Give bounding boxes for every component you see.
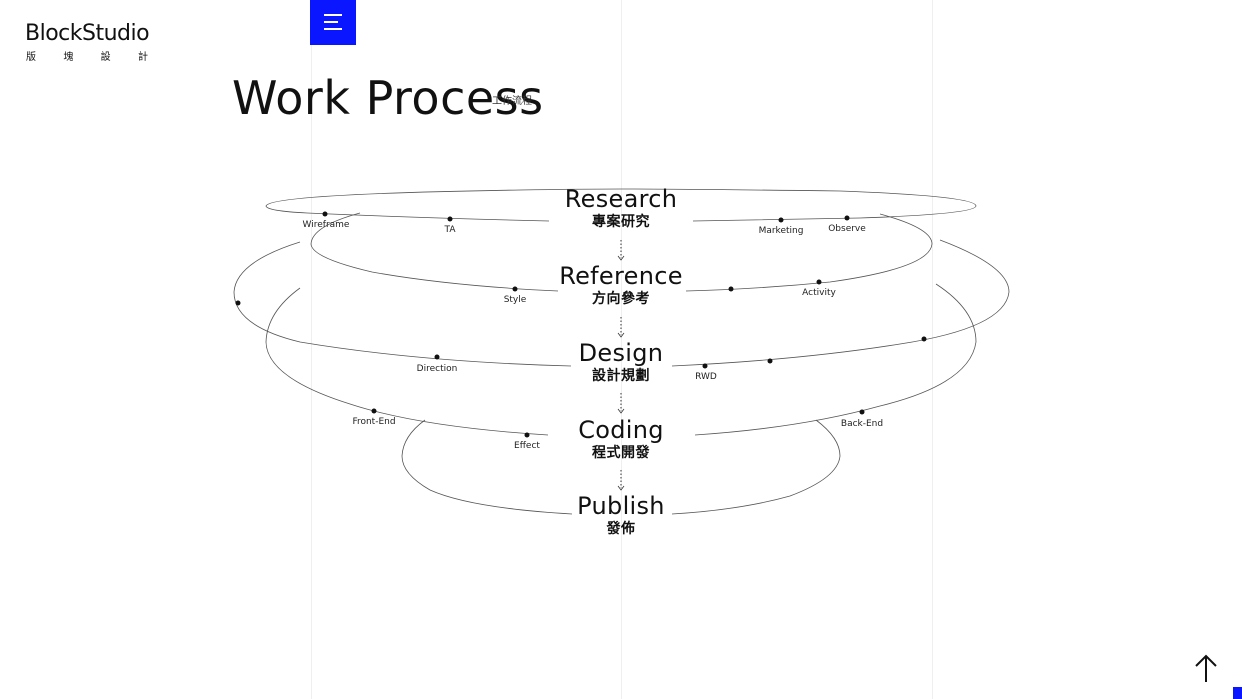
logo-sub-char: 計 xyxy=(137,52,148,63)
step-reference: Reference 方向參考 xyxy=(521,262,721,308)
tag-back-end: Back-End xyxy=(840,419,884,429)
arrow-up-icon xyxy=(1195,654,1217,682)
step-research: Research 專案研究 xyxy=(521,185,721,231)
spiral-dot xyxy=(702,363,708,369)
spiral-path xyxy=(671,419,841,515)
spiral-path xyxy=(401,419,573,515)
step-title-en: Publish xyxy=(577,492,665,520)
page-subtitle: 工作流程 xyxy=(492,96,532,107)
spiral-dot xyxy=(512,286,518,292)
tag-direction: Direction xyxy=(416,364,458,374)
logo-sub-char: 塊 xyxy=(63,52,74,63)
spiral-dot xyxy=(434,354,440,360)
tag-activity: Activity xyxy=(802,288,836,298)
site-logo[interactable]: BlockStudio 版 塊 設 計 xyxy=(25,21,155,64)
spiral-dot xyxy=(778,217,784,223)
corner-accent-block xyxy=(1233,687,1242,699)
step-publish: Publish 發佈 xyxy=(521,492,721,538)
tag-rwd: RWD xyxy=(695,372,717,382)
spiral-path xyxy=(265,287,549,436)
step-title-zh: 方向參考 xyxy=(592,291,650,307)
spiral-dot xyxy=(767,358,773,364)
tag-ta: TA xyxy=(444,225,456,235)
step-design: Design 設計規劃 xyxy=(521,339,721,385)
step-title-en: Research xyxy=(564,185,678,213)
spiral-dot xyxy=(322,211,328,217)
step-coding: Coding 程式開發 xyxy=(521,416,721,462)
spiral-path xyxy=(671,239,1010,367)
step-title-en: Reference xyxy=(559,262,683,290)
spiral-path xyxy=(310,212,559,292)
spiral-path xyxy=(265,188,622,222)
scroll-to-top-button[interactable] xyxy=(1192,654,1220,684)
spiral-lines xyxy=(233,188,1010,515)
spiral-dot xyxy=(816,279,822,285)
logo-sub-char: 設 xyxy=(100,52,111,63)
spiral-dot xyxy=(844,215,850,221)
spiral-path xyxy=(233,241,572,367)
spiral-dot xyxy=(728,286,734,292)
tag-marketing: Marketing xyxy=(758,226,804,236)
grid-guide-line xyxy=(311,0,312,699)
spiral-path xyxy=(620,188,977,222)
logo-wordmark: BlockStudio xyxy=(25,21,150,46)
grid-guide-line xyxy=(932,0,933,699)
spiral-dot xyxy=(859,409,865,415)
spiral-path xyxy=(694,283,977,436)
page-title: Work Process xyxy=(232,71,544,125)
spiral-dot xyxy=(447,216,453,222)
spiral-dot xyxy=(524,432,530,438)
step-title-en: Coding xyxy=(578,416,664,444)
step-title-zh: 發佈 xyxy=(606,521,636,537)
tag-wireframe: Wireframe xyxy=(302,220,350,230)
tag-observe: Observe xyxy=(828,224,866,234)
spiral-dot xyxy=(371,408,377,414)
spiral-dot xyxy=(235,300,241,306)
step-title-zh: 設計規劃 xyxy=(592,368,650,384)
grid-guide-line xyxy=(621,0,622,699)
step-title-zh: 程式開發 xyxy=(592,445,650,461)
step-title-en: Design xyxy=(578,339,664,367)
tag-effect: Effect xyxy=(514,441,540,451)
spiral-dots xyxy=(235,211,927,438)
arrowhead xyxy=(617,408,625,414)
tag-front-end: Front-End xyxy=(352,417,396,427)
arrowhead xyxy=(617,485,625,491)
logo-sub-char: 版 xyxy=(26,52,36,63)
arrowhead xyxy=(617,332,625,338)
spiral-path xyxy=(685,213,933,292)
spiral-dot xyxy=(921,336,927,342)
logo-subtitle: 版 塊 設 計 xyxy=(25,48,148,63)
step-title-zh: 專案研究 xyxy=(592,214,650,230)
connector-arrowheads xyxy=(617,255,625,491)
arrowhead xyxy=(617,255,625,261)
menu-button[interactable] xyxy=(310,0,356,45)
tag-style: Style xyxy=(503,295,527,305)
